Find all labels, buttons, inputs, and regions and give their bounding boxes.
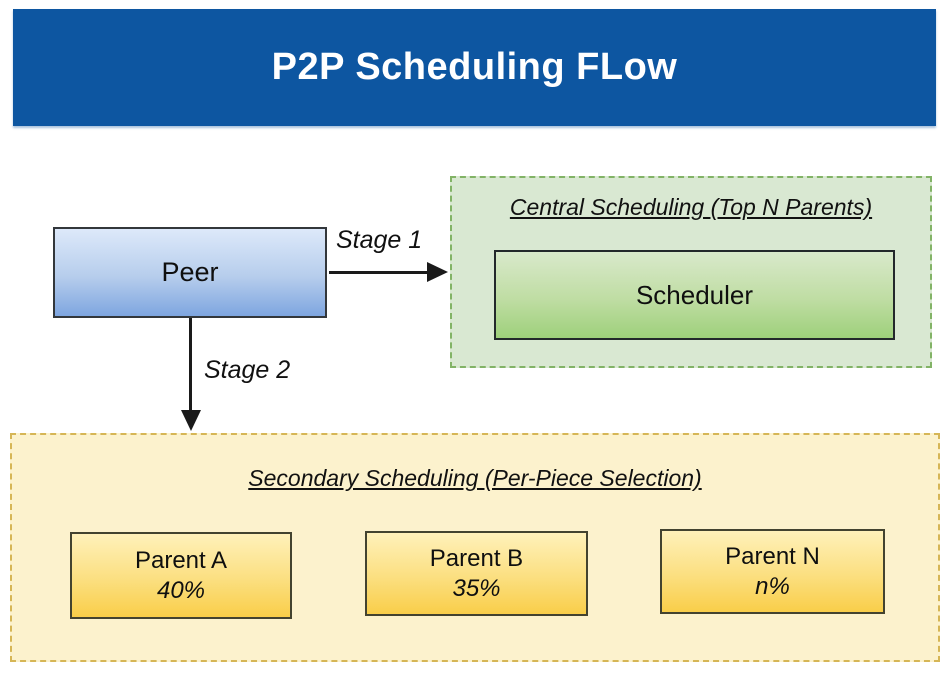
peer-label: Peer: [161, 257, 219, 287]
central-scheduling-title: Central Scheduling (Top N Parents): [509, 194, 873, 220]
stage2-arrowhead-icon: [181, 410, 201, 431]
parent-a-label: Parent A: [134, 546, 228, 574]
diagram-title: P2P Scheduling FLow: [271, 46, 678, 88]
secondary-scheduling-title: Secondary Scheduling (Per-Piece Selectio…: [248, 465, 702, 491]
parent-b-label: Parent B: [429, 544, 524, 572]
stage2-label: Stage 2: [204, 356, 291, 384]
central-scheduling-group: Central Scheduling (Top N Parents) Sched…: [450, 176, 932, 368]
stage1-label: Stage 1: [336, 226, 423, 254]
stage2-arrow-line: [189, 318, 192, 412]
parent-a-share: 40%: [156, 576, 206, 604]
peer-node: Peer: [53, 227, 327, 318]
parent-n-node: Parent N n%: [660, 529, 885, 614]
scheduler-node: Scheduler: [494, 250, 895, 340]
secondary-scheduling-group: Secondary Scheduling (Per-Piece Selectio…: [10, 433, 940, 662]
parent-n-label: Parent N: [725, 542, 820, 570]
stage1-arrow-line: [329, 271, 429, 274]
parent-a-node: Parent A 40%: [70, 532, 292, 619]
scheduler-label: Scheduler: [635, 279, 754, 310]
stage1-arrowhead-icon: [427, 262, 448, 282]
parent-b-node: Parent B 35%: [365, 531, 588, 616]
parent-n-share: n%: [755, 572, 790, 600]
title-banner: P2P Scheduling FLow: [13, 9, 936, 126]
parent-b-share: 35%: [452, 574, 501, 602]
